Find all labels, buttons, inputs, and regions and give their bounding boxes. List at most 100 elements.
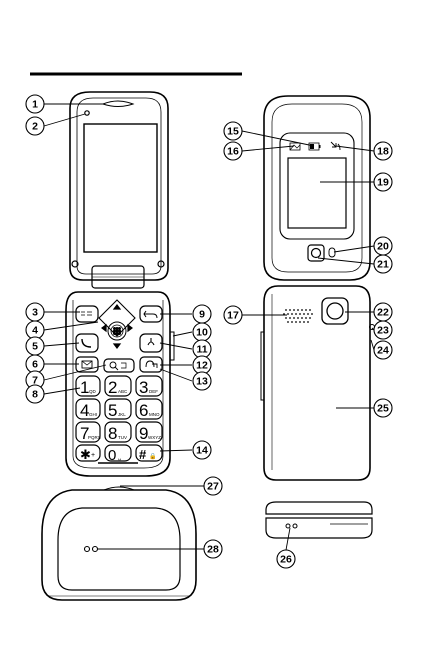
callout-17: 17 <box>224 306 242 324</box>
key-0-sub: ␣ <box>118 455 121 461</box>
back-key-icon <box>144 311 157 318</box>
key-0[interactable]: 0 ␣ <box>105 445 131 464</box>
key-2-letters: ABC <box>118 389 128 394</box>
key-8-letters: TUV <box>118 435 127 440</box>
key-7-digit: 7 <box>80 424 89 443</box>
svg-text:10: 10 <box>196 327 208 339</box>
svg-text:21: 21 <box>377 259 389 271</box>
voicemail-key[interactable] <box>140 357 162 372</box>
key-6[interactable]: 6 MNO <box>136 399 162 420</box>
callout-24: 24 <box>374 341 392 359</box>
key-5[interactable]: 5 JKL <box>105 399 131 420</box>
callout-9: 9 <box>193 305 211 323</box>
svg-text:5: 5 <box>32 341 38 353</box>
callout-16: 16 <box>224 142 242 160</box>
voicemail-key-icon <box>146 361 157 368</box>
svg-text:16: 16 <box>227 146 239 158</box>
key-8-digit: 8 <box>108 424 117 443</box>
callout-1: 1 <box>26 95 44 113</box>
callout-5: 5 <box>26 337 44 355</box>
call-key-icon <box>82 339 91 347</box>
callout-2: 2 <box>26 117 44 135</box>
callout-21: 21 <box>374 255 392 273</box>
nav-down-arrow-icon <box>114 344 120 348</box>
key-8[interactable]: 8 TUV <box>105 422 131 443</box>
key-9[interactable]: 9 WXYZ <box>136 422 162 443</box>
key-4[interactable]: 4 GHI <box>76 399 100 420</box>
svg-text:22: 22 <box>377 307 389 319</box>
svg-text:2: 2 <box>32 121 38 133</box>
key-5-letters: JKL <box>118 412 126 417</box>
svg-text:11: 11 <box>196 344 207 356</box>
key-7-letters: PQRS <box>88 435 101 440</box>
key-star-sub: + <box>91 452 95 459</box>
end-key[interactable] <box>140 334 162 352</box>
bottom-charging-contacts <box>286 524 297 528</box>
callout-22: 22 <box>374 303 392 321</box>
memory-key-icon <box>81 312 92 315</box>
svg-text:15: 15 <box>227 126 239 138</box>
svg-text:28: 28 <box>207 544 219 556</box>
key-3-letters: DEF <box>149 389 158 394</box>
keypad: 1 QD 2 ABC 3 DEF 4 GHI 5 JKL <box>76 376 162 464</box>
svg-text:19: 19 <box>377 177 389 189</box>
key-2[interactable]: 2 ABC <box>105 376 131 397</box>
callout-18: 18 <box>374 142 392 160</box>
key-3[interactable]: 3 DEF <box>136 376 162 397</box>
callout-4: 4 <box>26 321 44 339</box>
contacts-key[interactable] <box>104 359 134 372</box>
svg-text:23: 23 <box>377 325 389 337</box>
charging-contacts <box>85 547 98 552</box>
svg-text:4: 4 <box>32 325 38 337</box>
battery-icon <box>309 143 321 150</box>
callout-20: 20 <box>374 237 392 255</box>
earpiece <box>103 101 133 107</box>
callout-6: 6 <box>26 355 44 373</box>
svg-text:3: 3 <box>32 307 38 319</box>
key-7[interactable]: 7 PQRS <box>76 422 101 443</box>
key-1[interactable]: 1 QD <box>76 376 100 397</box>
key-star-symbol: ✱ <box>80 447 91 462</box>
nav-right-arrow-icon <box>128 325 132 331</box>
callout-12: 12 <box>193 356 211 374</box>
callout-28: 28 <box>204 540 222 558</box>
key-hash-symbol: # <box>139 447 147 462</box>
key-6-letters: MNO <box>149 412 160 417</box>
ok-button[interactable] <box>111 325 123 337</box>
key-4-letters: GHI <box>89 412 97 417</box>
key-hash[interactable]: # 🔒 <box>136 445 162 462</box>
loudspeaker <box>283 309 313 323</box>
key-3-digit: 3 <box>139 378 148 397</box>
key-1-digit: 1 <box>80 378 89 397</box>
callout-10: 10 <box>193 323 211 341</box>
svg-text:6: 6 <box>32 359 38 371</box>
svg-text:12: 12 <box>196 360 208 372</box>
memory-key[interactable] <box>76 306 98 322</box>
cover-display <box>288 158 346 228</box>
key-9-digit: 9 <box>139 424 148 443</box>
hinge <box>92 266 144 288</box>
charging-cradle <box>42 487 196 600</box>
key-9-letters: WXYZ <box>148 435 161 440</box>
callout-15: 15 <box>224 122 242 140</box>
callout-25: 25 <box>374 399 392 417</box>
back-key[interactable] <box>140 306 162 322</box>
phone-bottom-edge <box>266 502 372 538</box>
key-6-digit: 6 <box>139 401 148 420</box>
key-star[interactable]: ✱ + <box>76 445 100 462</box>
led-indicator <box>329 248 335 257</box>
svg-text:24: 24 <box>377 345 389 357</box>
svg-text:8: 8 <box>32 389 38 401</box>
callout-19: 19 <box>374 173 392 191</box>
key-0-digit: 0 <box>108 447 116 464</box>
rear-camera <box>322 298 348 324</box>
svg-text:17: 17 <box>227 310 239 322</box>
svg-text:27: 27 <box>207 481 219 493</box>
callout-3: 3 <box>26 303 44 321</box>
key-1-letters: QD <box>89 389 97 394</box>
key-5-digit: 5 <box>108 401 117 420</box>
main-display <box>84 124 157 252</box>
call-key[interactable] <box>76 334 98 352</box>
svg-text:1: 1 <box>32 99 38 111</box>
